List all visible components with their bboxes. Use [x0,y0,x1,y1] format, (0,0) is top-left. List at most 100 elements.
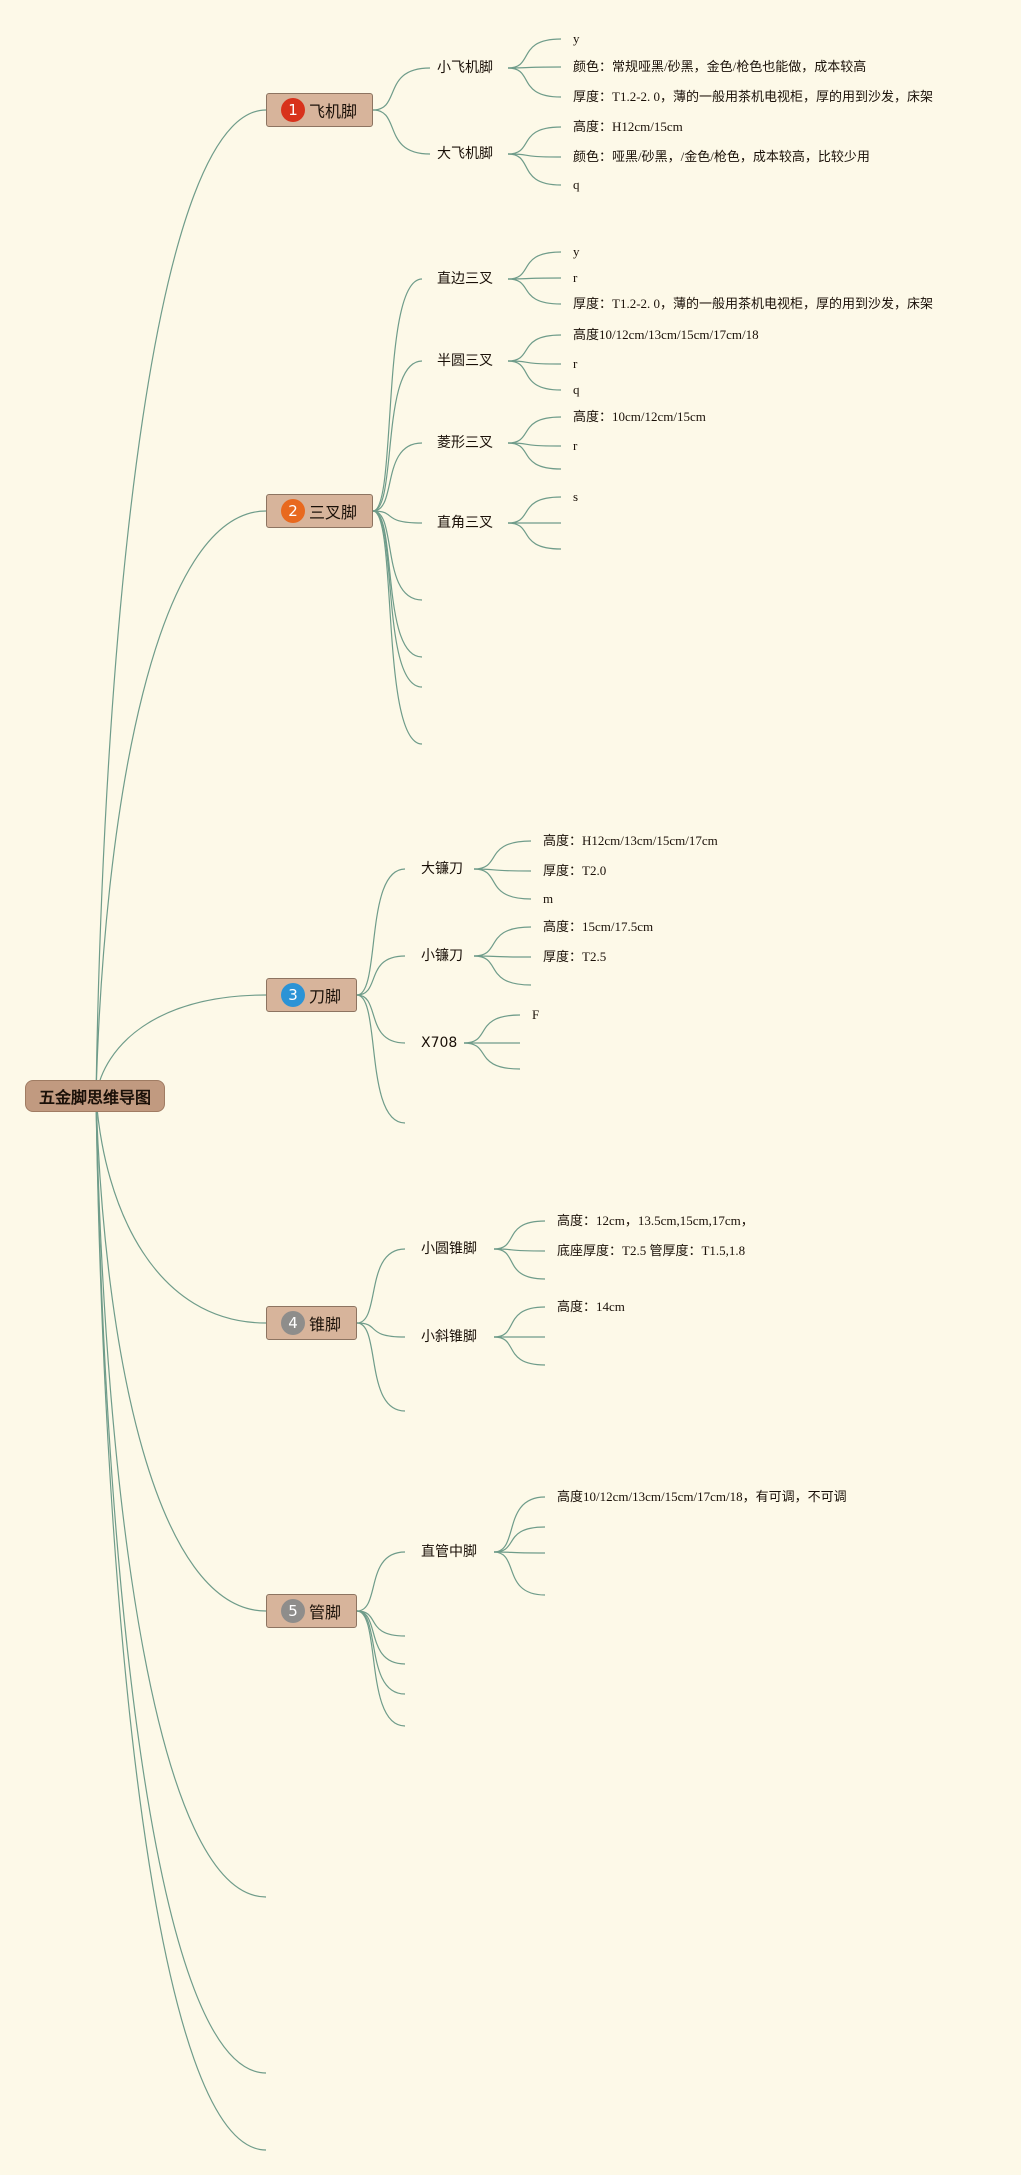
connector-line [372,360,423,512]
branch-node-2[interactable]: 2 三叉脚 [266,494,373,528]
subtopic-large-airplane-leg[interactable]: 大飞机脚 [437,146,493,162]
leaf-text: s [573,489,579,504]
connector-line [507,522,562,550]
connector-line [493,1551,546,1554]
subtopic-straight-tube-leg[interactable]: 直管中脚 [421,1544,477,1560]
leaf-text: y [573,244,580,259]
subtopic-small-slant-cone-leg[interactable]: 小斜锥脚 [421,1329,477,1345]
connector-line [95,1095,267,1324]
connector-line [493,1306,546,1338]
connector-line [493,1496,546,1553]
connector-line [95,1095,267,2074]
connector-line [95,994,267,1097]
connector-line [507,38,562,69]
subtopic-x708[interactable]: X708 [421,1035,458,1051]
leaf-text: r [573,356,578,371]
connector-line [356,1610,406,1665]
connector-line [372,442,423,512]
connector-line [473,926,532,957]
connector-line [372,278,423,512]
connector-line [95,510,267,1097]
connector-line [507,496,562,524]
number-badge-1: 1 [281,98,305,122]
connector-line [493,1248,546,1252]
leaf-text: y [573,31,580,46]
leaf-text: 颜色：常规哑黑/砂黑，金色/枪色也能做，成本较高 [573,59,867,74]
connector-line [463,1042,521,1070]
connector-line [473,840,532,870]
connector-line [507,126,562,155]
connector-line [356,1322,406,1338]
connector-line [507,442,562,470]
leaf-text: 高度：H12cm/15cm [573,119,683,134]
branch-label-5: 管脚 [309,1603,342,1622]
root-node[interactable]: 五金脚思维导图 [25,1080,165,1112]
subtopic-rightangle-tripod[interactable]: 直角三叉 [437,515,493,531]
connector-line [372,109,431,155]
connector-line [95,109,267,1097]
connector-line [473,868,532,872]
connector-line [507,360,562,391]
connector-line [372,510,423,688]
connector-line [95,1095,267,2151]
leaf-text: q [573,177,580,192]
connector-line [507,153,562,158]
number-badge-4: 4 [281,1311,305,1335]
number-badge-3: 3 [281,983,305,1007]
number-badge-2: 2 [281,499,305,523]
connector-line [473,955,532,986]
leaf-text: F [532,1007,540,1022]
subtopic-semicircle-tripod[interactable]: 半圆三叉 [437,353,493,369]
connector-line [372,510,423,601]
connector-line [356,1248,406,1324]
leaf-text: 厚度：T2.5 [543,949,607,964]
leaf-text: r [573,270,578,285]
leaf-text: 厚度：T1.2-2. 0，薄的一般用茶机电视柜，厚的用到沙发，床架 [573,89,934,104]
connector-line [372,510,423,745]
branch-node-5[interactable]: 5 管脚 [266,1594,357,1628]
leaf-text: m [543,891,554,906]
branch-label-1: 飞机脚 [309,102,358,121]
root-label: 五金脚思维导图 [38,1088,151,1107]
connector-line [356,1610,406,1727]
connector-line [493,1336,546,1366]
leaf-text: 厚度：T1.2-2. 0，薄的一般用茶机电视柜，厚的用到沙发，床架 [573,296,934,311]
subtopic-small-sickle[interactable]: 小镰刀 [421,948,463,964]
connector-line [473,955,532,958]
branch-label-3: 刀脚 [309,987,342,1006]
connector-line [493,1248,546,1280]
connector-line [493,1551,546,1596]
branch-node-4[interactable]: 4 锥脚 [266,1306,357,1340]
connector-line [493,1526,546,1553]
subtopic-diamond-tripod[interactable]: 菱形三叉 [437,435,493,451]
branch-node-3[interactable]: 3 刀脚 [266,978,357,1012]
connector-line [507,251,562,280]
connector-line [507,334,562,362]
connector-line [356,955,406,996]
leaf-text: 底座厚度：T2.5 管厚度：T1.5,1.8 [557,1243,746,1258]
leaf-text: q [573,382,580,397]
leaf-text: 厚度：T2.0 [543,863,607,878]
leaf-text: 颜色：哑黑/砂黑，/金色/枪色，成本较高，比较少用 [573,149,870,164]
connector-line [372,510,423,524]
subtopic-small-airplane-leg[interactable]: 小飞机脚 [437,60,493,76]
connector-line [356,1610,406,1637]
subtopic-large-sickle[interactable]: 大镰刀 [421,861,463,877]
connector-line [507,442,562,447]
connector-line [507,277,562,280]
subtopic-small-cone-leg[interactable]: 小圆锥脚 [421,1241,477,1257]
leaf-text: 高度10/12cm/13cm/15cm/17cm/18 [573,327,759,342]
connector-line [507,67,562,98]
number-badge-5: 5 [281,1599,305,1623]
connector-line [372,67,431,111]
leaf-text: 高度：14cm [557,1299,625,1314]
subtopic-straight-tripod[interactable]: 直边三叉 [437,271,493,287]
branch-node-1[interactable]: 1 飞机脚 [266,93,373,127]
connector-line [507,360,562,365]
leaf-text: 高度10/12cm/13cm/15cm/17cm/18，有可调，不可调 [557,1489,847,1504]
connector-line [463,1014,521,1044]
connector-line [356,868,406,996]
connector-line [507,278,562,305]
connector-line [356,994,406,1124]
